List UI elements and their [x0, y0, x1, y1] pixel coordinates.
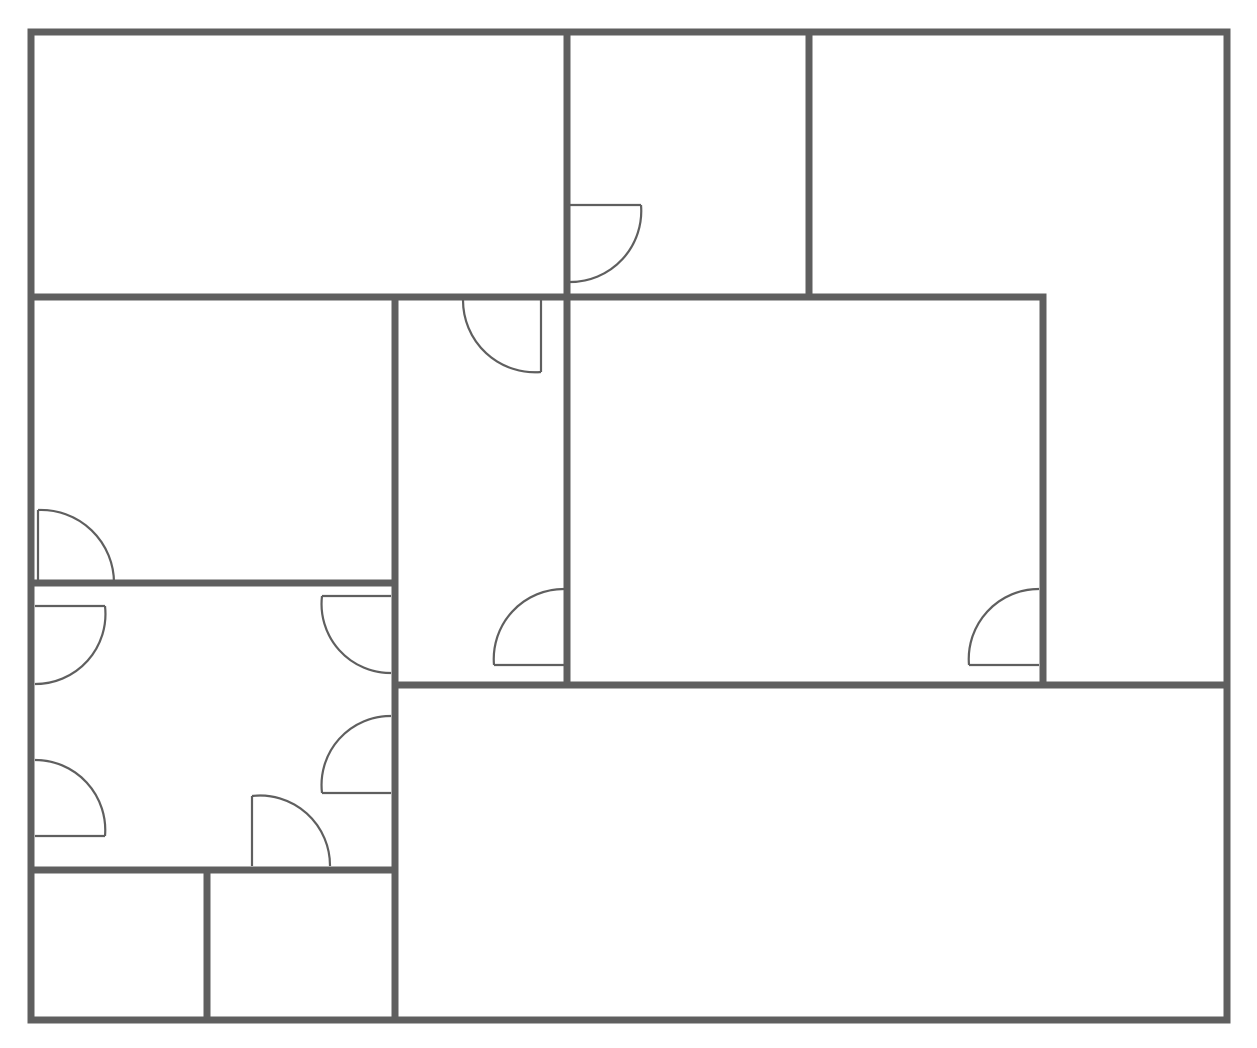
door-left-upper-room-swing-arc [37, 508, 116, 584]
door-corridor-bottom-swing-arc [492, 587, 565, 666]
door-right-inner-room-swing-arc [967, 587, 1040, 666]
door-top-middle-room-swing-arc [569, 204, 643, 284]
door-corridor-top-swing-arc [461, 299, 542, 374]
door-hall-right-bottom-swing-arc [320, 714, 392, 794]
walls-group [27, 28, 1231, 1024]
door-hall-left-bottom-swing-arc [34, 758, 107, 837]
door-hall-bottom-swing-arc [251, 794, 332, 867]
doors-group [34, 203, 1040, 867]
door-hall-left-top-swing-arc [34, 605, 107, 686]
door-hall-right-top-swing-arc [320, 595, 392, 675]
